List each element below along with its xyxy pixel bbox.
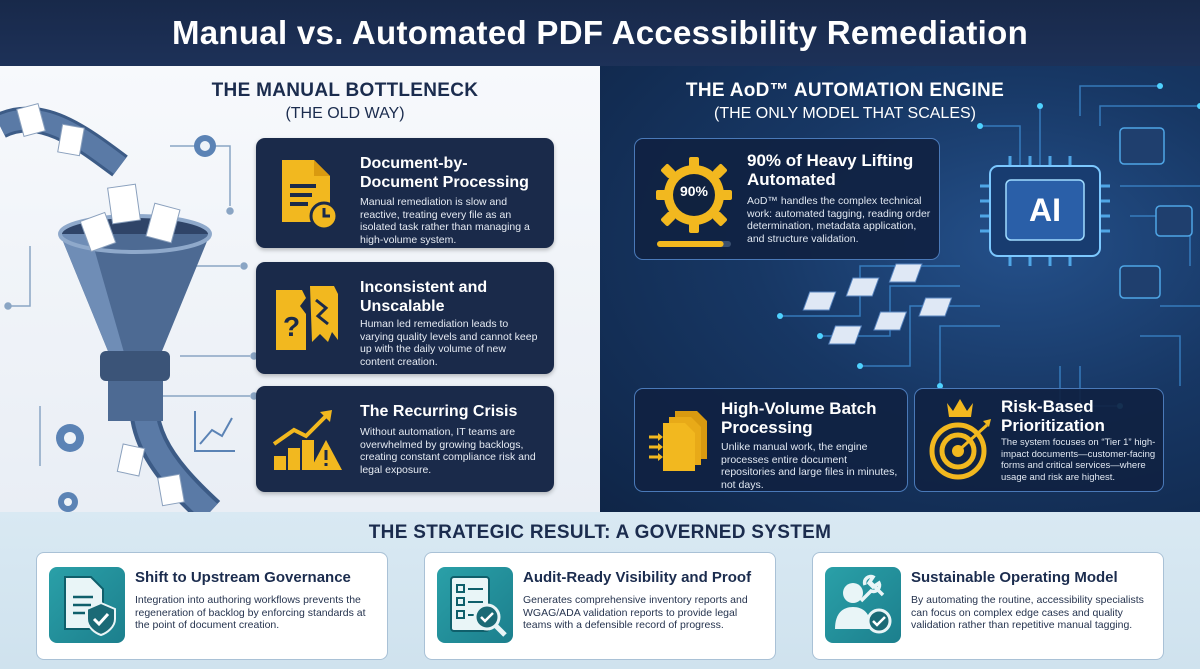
manual-panel: THE MANUAL BOTTLENECK (THE OLD WAY) Docu… (0, 66, 600, 512)
funnel-illustration (0, 103, 258, 512)
card-title: Sustainable Operating Model (911, 569, 1118, 586)
heavy-lifting-card: 90% 90% of Heavy Lifting Automated AoD™ … (634, 138, 940, 260)
card-title: Shift to Upstream Governance (135, 569, 351, 586)
card-title: High-Volume Batch Processing (721, 399, 877, 437)
manual-heading: THE MANUAL BOTTLENECK (211, 80, 479, 101)
document-shield-icon (49, 567, 125, 643)
card-text: Generates comprehensive inventory report… (523, 594, 748, 631)
upstream-governance-card: Shift to Upstream Governance Integration… (36, 552, 388, 660)
card-title: Audit-Ready Visibility and Proof (523, 569, 752, 586)
automation-panel: AI THE AoD™ AUTOMATION ENGINE (THE ONLY … (600, 66, 1200, 512)
ai-chip-label: AI (1029, 191, 1061, 228)
card-text: The system focuses on “Tier 1” high-impa… (1001, 437, 1156, 483)
manual-header: THE MANUAL BOTTLENECK (THE OLD WAY) (180, 80, 510, 123)
audit-ready-card: Audit-Ready Visibility and Proof Generat… (424, 552, 776, 660)
manual-subheading: (THE OLD WAY) (285, 105, 405, 122)
batch-processing-card: High-Volume Batch Processing Unlike manu… (634, 388, 908, 492)
gear-progress-icon (656, 157, 732, 247)
automation-heading: THE AoD™ AUTOMATION ENGINE (685, 80, 1005, 101)
target-crown-icon (929, 399, 991, 480)
risk-prioritization-card: Risk-Based Prioritization The system foc… (914, 388, 1164, 492)
card-title: Inconsistent and Unscalable (360, 279, 488, 315)
automation-header: THE AoD™ AUTOMATION ENGINE (THE ONLY MOD… (655, 80, 1035, 123)
card-title: The Recurring Crisis (360, 403, 518, 420)
ai-chip (980, 156, 1110, 266)
inconsistent-unscalable-card: ? Inconsistent and Unscalable Human led … (256, 262, 554, 374)
progress-fill (657, 241, 724, 247)
gear-icon (56, 135, 216, 512)
card-text: AoD™ handles the complex technical work:… (747, 195, 931, 245)
card-text: By automating the routine, accessibility… (911, 594, 1144, 631)
svg-text:?: ? (283, 311, 300, 342)
page-title: Manual vs. Automated PDF Accessibility R… (171, 14, 1029, 51)
card-title: Risk-Based Prioritization (1001, 397, 1105, 435)
automation-subheading: (THE ONLY MODEL THAT SCALES) (714, 105, 976, 122)
checklist-magnifier-icon (437, 567, 513, 643)
card-title: 90% of Heavy Lifting Automated (747, 151, 914, 189)
card-text: Human led remediation leads to varying q… (360, 318, 538, 368)
card-text: Integration into authoring workflows pre… (135, 594, 366, 631)
card-title: Document-by-Document Processing (360, 155, 529, 191)
person-wrench-check-icon (825, 567, 901, 643)
card-text: Manual remediation is slow and reactive,… (360, 196, 530, 246)
strategic-result-section: THE STRATEGIC RESULT: A GOVERNED SYSTEM … (0, 512, 1200, 669)
chart-icon (194, 411, 235, 452)
torn-documents-question-icon: ? (276, 286, 338, 350)
gear-percent-label: 90% (679, 183, 709, 199)
document-by-document-card: Document-by-Document Processing Manual r… (256, 138, 554, 248)
sustainable-model-card: Sustainable Operating Model By automatin… (812, 552, 1164, 660)
strategic-result-heading: THE STRATEGIC RESULT: A GOVERNED SYSTEM (368, 522, 832, 543)
circuit-background (777, 83, 1200, 426)
rising-stacks-warning-icon (272, 410, 342, 470)
document-stack-icon (649, 411, 707, 471)
recurring-crisis-card: The Recurring Crisis Without automation,… (256, 386, 554, 492)
title-bar: Manual vs. Automated PDF Accessibility R… (0, 0, 1200, 66)
card-text: Unlike manual work, the engine processes… (721, 441, 898, 491)
card-text: Without automation, IT teams are overwhe… (360, 426, 536, 476)
document-clock-icon (282, 160, 339, 231)
